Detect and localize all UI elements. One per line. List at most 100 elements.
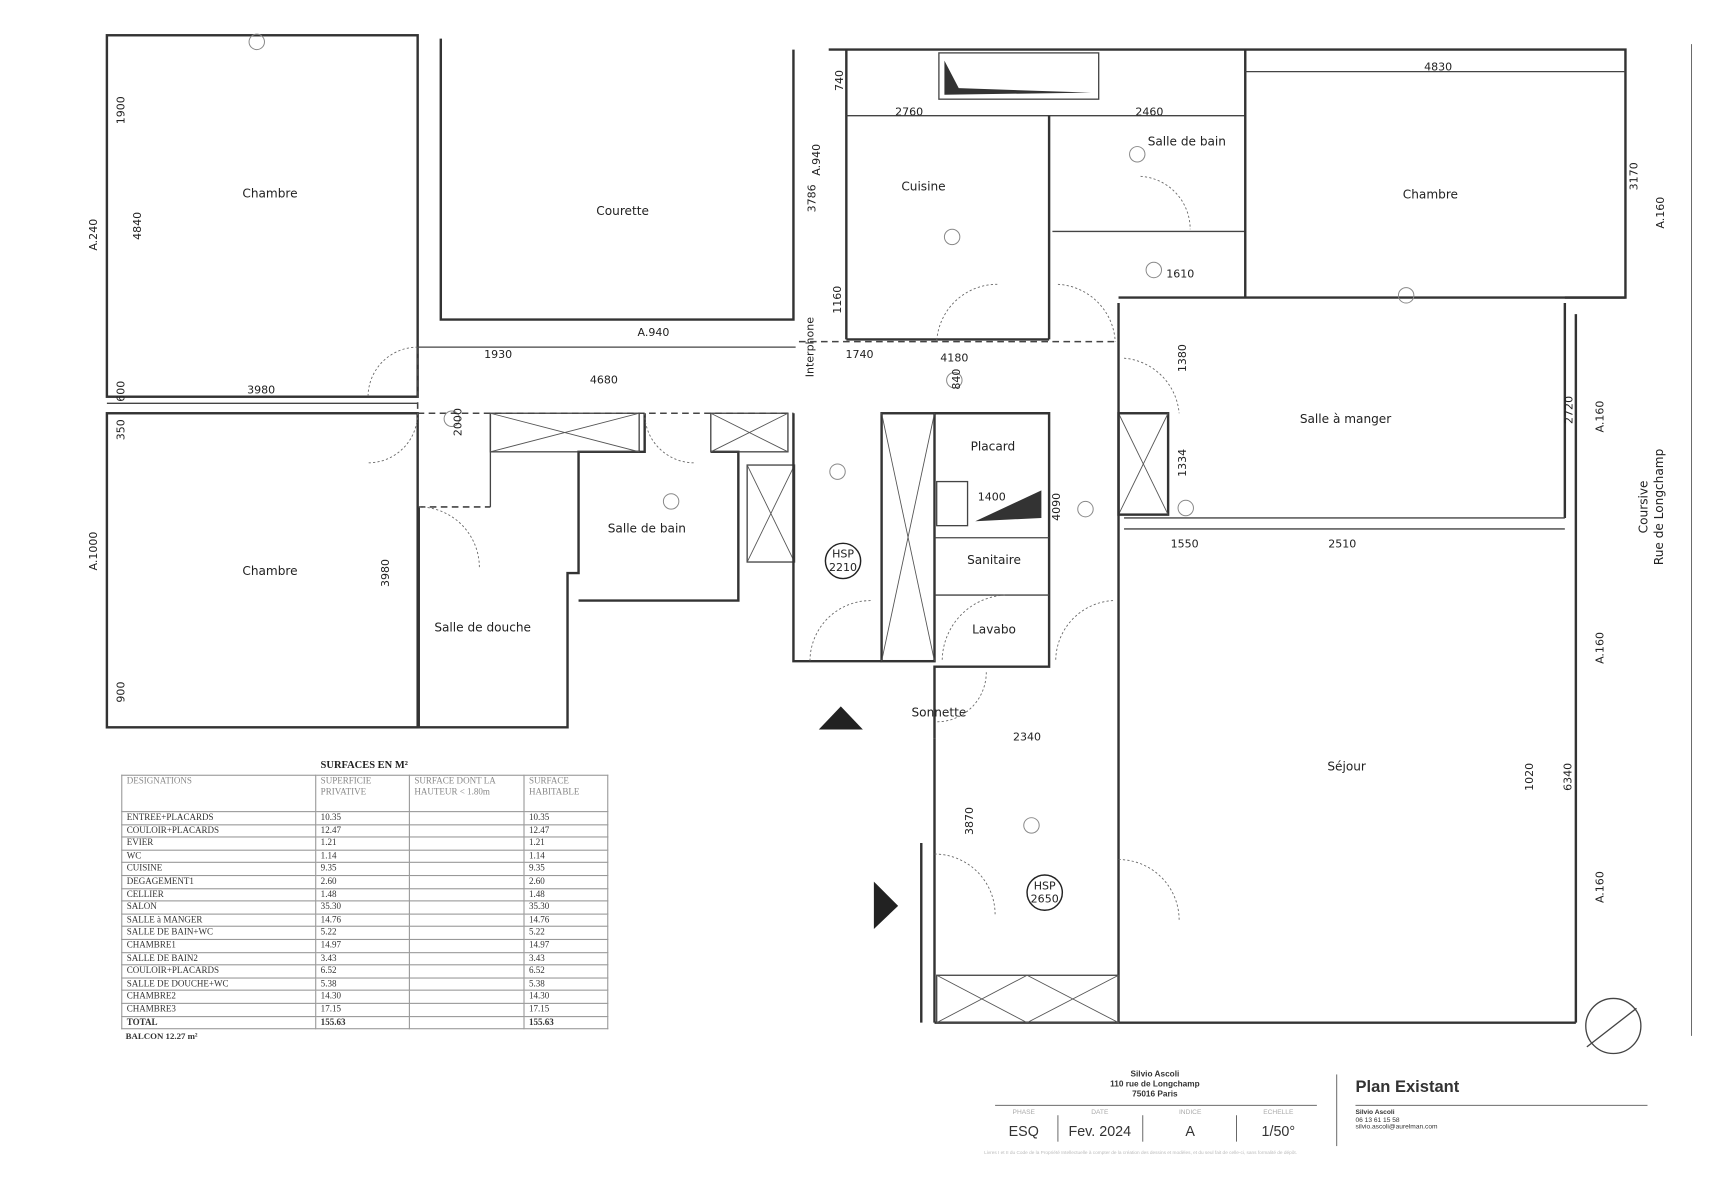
- north-arrow: [1585, 997, 1642, 1055]
- room-labels: Chambre Courette Chambre Salle de douche…: [242, 134, 1666, 773]
- legal-notice: Livres I et II du Code de la Propriété I…: [984, 1149, 1298, 1155]
- table-cell: SALLE DE DOUCHE+WC: [121, 977, 317, 992]
- table-cell: 155.63: [315, 1015, 410, 1030]
- table-cell: 12.47: [315, 823, 410, 838]
- table-cell: 14.97: [315, 938, 410, 953]
- svg-text:HSP: HSP: [1034, 879, 1056, 892]
- room-label: Salle de bain: [608, 521, 686, 535]
- room-label: Cuisine: [901, 180, 945, 194]
- walls: [105, 34, 1693, 1036]
- contact-email: silvio.ascoli@aurelman.com: [1355, 1124, 1438, 1131]
- entrance-arrow-right: [873, 881, 899, 929]
- svg-text:A.160: A.160: [1654, 197, 1667, 229]
- client-city: 75016 Paris: [1132, 1088, 1178, 1099]
- table-cell: [408, 887, 525, 902]
- room-label: Chambre: [1403, 187, 1458, 201]
- svg-text:A.940: A.940: [810, 144, 823, 176]
- table-cell: [408, 811, 525, 825]
- table-cell: CHAMBRE2: [121, 989, 317, 1004]
- street-label: Rue de Longchamp: [1652, 448, 1666, 565]
- svg-text:1020: 1020: [1523, 763, 1536, 791]
- table-cell: 9.35: [523, 862, 609, 877]
- table-cell: 9.35: [315, 862, 410, 877]
- svg-text:2510: 2510: [1328, 538, 1356, 551]
- svg-text:3170: 3170: [1628, 162, 1641, 190]
- svg-text:840: 840: [950, 369, 963, 390]
- table-cell: 35.30: [315, 900, 410, 915]
- table-cell: 2.60: [315, 874, 410, 889]
- table-cell: 6.52: [315, 964, 410, 979]
- table-cell: 17.15: [315, 1002, 410, 1017]
- svg-text:1550: 1550: [1171, 538, 1199, 551]
- svg-text:A.160: A.160: [1593, 632, 1606, 664]
- table-cell: SURFACE HABITABLE: [523, 774, 609, 813]
- table-cell: 14.97: [523, 938, 609, 953]
- balcony-area: BALCON 12.27 m²: [125, 1031, 198, 1042]
- svg-text:2340: 2340: [1013, 731, 1041, 744]
- table-cell: [408, 862, 525, 877]
- room-label: Sonnette: [911, 705, 966, 719]
- svg-text:6340: 6340: [1561, 763, 1574, 791]
- table-cell: 5.38: [315, 977, 410, 992]
- room-label: Salle de douche: [434, 620, 531, 634]
- svg-text:600: 600: [115, 381, 128, 402]
- table-cell: 17.15: [523, 1002, 609, 1017]
- table-cell: 1.21: [523, 836, 609, 851]
- svg-text:3980: 3980: [379, 559, 392, 587]
- table-cell: CHAMBRE3: [121, 1002, 317, 1017]
- table-cell: 1.21: [315, 836, 410, 851]
- svg-text:4180: 4180: [940, 351, 968, 364]
- table-cell: 1.48: [315, 887, 410, 902]
- svg-text:900: 900: [115, 682, 128, 703]
- table-cell: 5.22: [523, 926, 609, 940]
- svg-text:4680: 4680: [590, 373, 618, 386]
- table-cell: [408, 938, 525, 953]
- table-cell: 5.22: [315, 926, 410, 940]
- table-cell: 14.30: [523, 989, 609, 1004]
- svg-text:3980: 3980: [247, 383, 275, 396]
- svg-text:1740: 1740: [846, 348, 874, 361]
- light-points: [248, 33, 1415, 834]
- svg-text:A.160: A.160: [1593, 871, 1606, 903]
- table-cell: 10.35: [523, 811, 609, 825]
- svg-text:A.940: A.940: [638, 326, 670, 339]
- table-cell: CELLIER: [121, 887, 317, 902]
- svg-text:350: 350: [115, 419, 128, 440]
- table-cell: 3.43: [523, 951, 609, 966]
- table-cell: WC: [121, 849, 317, 864]
- svg-text:4090: 4090: [1050, 493, 1063, 521]
- svg-text:2000: 2000: [452, 408, 465, 436]
- table-cell: [408, 951, 525, 966]
- svg-text:1400: 1400: [978, 490, 1006, 503]
- table-cell: CUISINE: [121, 862, 317, 877]
- svg-text:3870: 3870: [963, 807, 976, 835]
- table-cell: [408, 836, 525, 851]
- svg-text:A.160: A.160: [1593, 401, 1606, 433]
- table-cell: 14.30: [315, 989, 410, 1004]
- room-label: Lavabo: [972, 623, 1016, 637]
- table-cell: CHAMBRE1: [121, 938, 317, 953]
- contact-phone: 06 13 61 15 58: [1355, 1116, 1400, 1124]
- table-cell: 2.60: [523, 874, 609, 889]
- svg-text:A.1000: A.1000: [87, 532, 100, 571]
- table-cell: SUPERFICIE PRIVATIVE: [315, 774, 410, 813]
- svg-text:Interphone: Interphone: [803, 317, 816, 378]
- table-cell: 14.76: [523, 913, 609, 928]
